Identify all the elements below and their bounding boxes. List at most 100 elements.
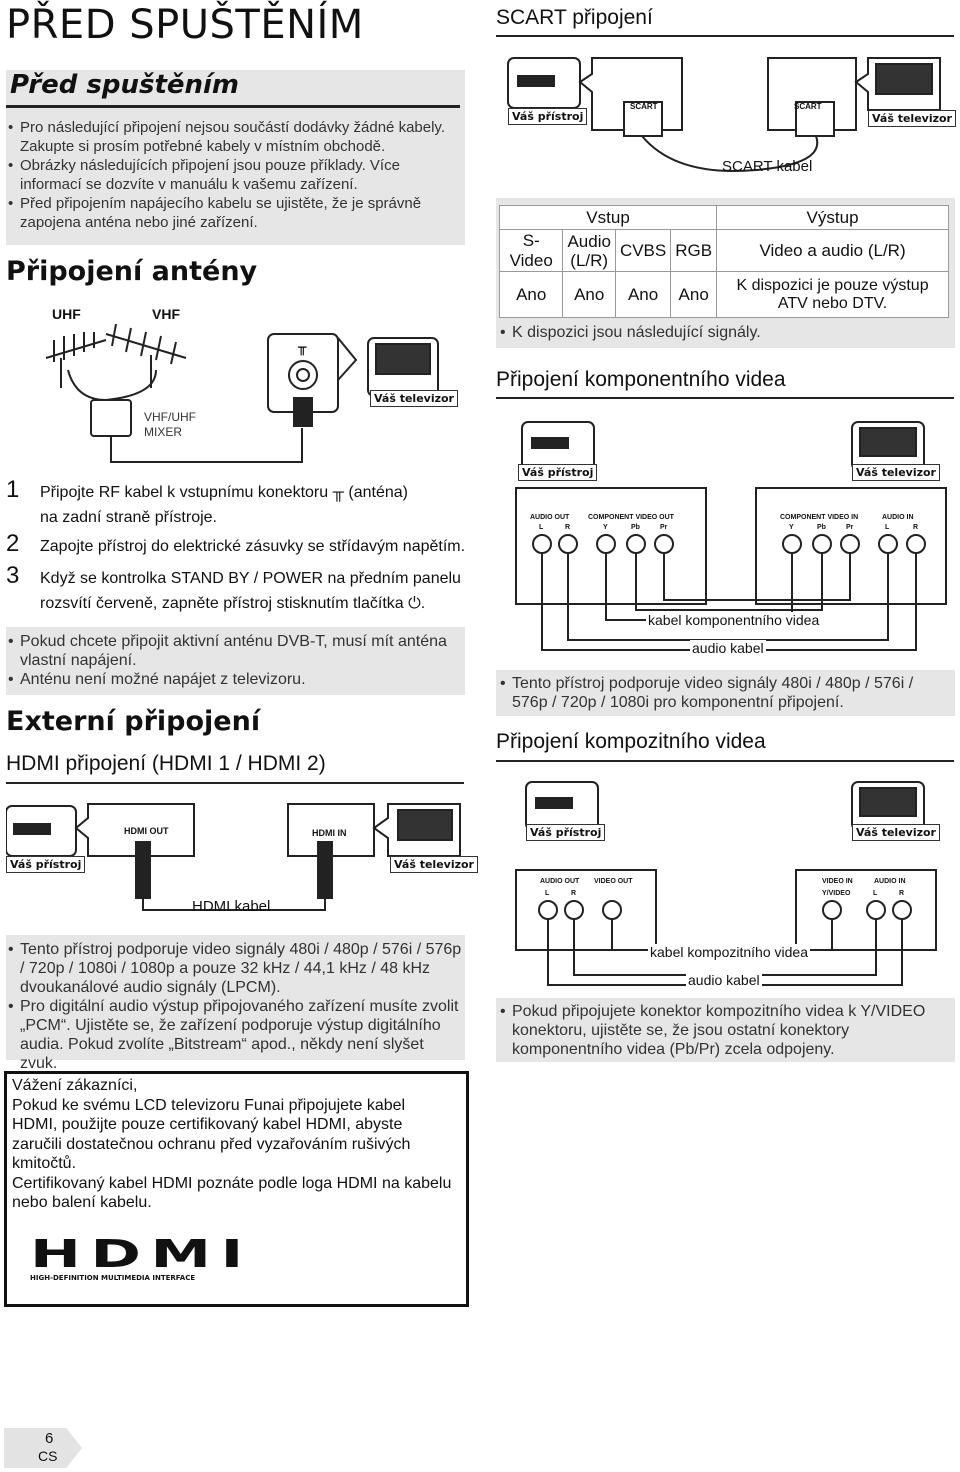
scart-title: SCART připojení <box>496 6 653 29</box>
table-cell: Ano <box>614 271 672 318</box>
video-cable-label: kabel komponentního videa <box>646 612 822 628</box>
section-before-title: Před spuštěním <box>10 70 240 100</box>
step-text: Když se kontrolka STAND BY / POWER na př… <box>40 570 461 612</box>
port-label: Pr <box>846 524 854 531</box>
step-number: 2 <box>6 530 20 557</box>
list-item: Obrázky následujících připojení jsou pou… <box>6 156 461 194</box>
device-label: Váš přístroj <box>6 856 86 873</box>
audio-out-label: AUDIO OUT <box>540 878 580 885</box>
port-label: Y <box>603 524 608 531</box>
table-header: Výstup <box>716 205 949 230</box>
hdmi-bullets: Tento přístroj podporuje video signály 4… <box>6 940 462 1073</box>
device-label: Váš přístroj <box>526 824 606 841</box>
audio-cable-label: audio kabel <box>686 972 762 988</box>
composite-diagram: Váš přístroj Váš televizor AUDIO OUT VID… <box>496 770 956 990</box>
divider <box>496 397 954 399</box>
port-label: Pr <box>660 524 668 531</box>
step-text: Zapojte přístroj do elektrické zásuvky s… <box>40 538 466 555</box>
table-cell: Ano <box>562 271 616 318</box>
composite-drawing <box>515 781 937 986</box>
table-cell: K dispozici je pouze výstup ATV nebo DTV… <box>716 271 949 318</box>
table-cell: Audio (L/R) <box>562 229 616 272</box>
table-cell: CVBS <box>614 229 672 272</box>
power-icon: ⏻. <box>408 595 426 612</box>
table-cell: Ano <box>498 271 564 318</box>
page-title: PŘED SPUŠTĚNÍM <box>6 2 364 48</box>
port-label: L <box>873 890 878 897</box>
antenna-title: Připojení antény <box>6 256 258 287</box>
tv-label: Váš televizor <box>852 464 940 481</box>
hdmi-logo: HDMI HIGH-DEFINITION MULTIMEDIA INTERFAC… <box>30 1232 253 1282</box>
list-item: K dispozici jsou následující signály. <box>498 323 948 342</box>
component-out-label: COMPONENT VIDEO OUT <box>588 514 674 521</box>
divider <box>496 35 954 37</box>
hdmi-diagram: HDMI OUT HDMI IN Váš přístroj Váš televi… <box>6 798 478 918</box>
port-label: Y <box>789 524 794 531</box>
list-item: Tento přístroj podporuje video signály 4… <box>6 940 462 997</box>
tv-label: Váš televizor <box>390 856 478 873</box>
port-label: L <box>539 524 544 531</box>
audio-cable-label: audio kabel <box>690 640 766 656</box>
page-lang: CS <box>38 1448 58 1464</box>
page-number: 6 <box>45 1430 54 1447</box>
divider <box>6 105 460 108</box>
divider <box>6 782 464 784</box>
step-text: Připojte RF kabel k vstupnímu konektoru … <box>40 484 408 526</box>
component-in-label: COMPONENT VIDEO IN <box>780 514 859 521</box>
composite-title: Připojení kompozitního videa <box>496 730 766 753</box>
table-note: K dispozici jsou následující signály. <box>498 323 948 342</box>
step-number: 3 <box>6 562 20 589</box>
signal-table: Vstup Výstup S-Video Audio (L/R) CVBS RG… <box>498 205 949 318</box>
page-footer <box>4 1428 82 1468</box>
uhf-label: UHF <box>52 306 81 322</box>
tv-label: Váš televizor <box>868 110 956 127</box>
port-label: R <box>565 524 571 531</box>
divider <box>496 760 954 762</box>
video-out-label: VIDEO OUT <box>594 878 633 885</box>
tv-label: Váš televizor <box>852 824 940 841</box>
svg-text:╥: ╥ <box>297 340 307 356</box>
table-cell: RGB <box>670 229 718 272</box>
list-item: Pro následující připojení nejsou součást… <box>6 118 461 156</box>
port-label: R <box>899 890 905 897</box>
antenna-drawing: ╥ <box>45 323 439 463</box>
hdmi-cable-label: HDMI kabel <box>192 898 271 915</box>
antenna-bullets: Pokud chcete připojit aktivní anténu DVB… <box>6 632 461 689</box>
external-title: Externí připojení <box>6 706 261 737</box>
scart-cable-label: SCART kabel <box>722 158 813 175</box>
list-item: Pokud chcete připojit aktivní anténu DVB… <box>6 632 461 670</box>
hdmi-title: HDMI připojení (HDMI 1 / HDMI 2) <box>6 752 326 775</box>
scart-port-label: SCART <box>794 102 822 111</box>
port-label: L <box>885 524 890 531</box>
device-label: Váš přístroj <box>518 464 598 481</box>
hdmi-in-label: HDMI IN <box>312 828 347 838</box>
table-cell: Ano <box>670 271 718 318</box>
list-item: Před připojením napájecího kabelu se uji… <box>6 194 461 232</box>
port-label: R <box>913 524 919 531</box>
notice-text: Vážení zákazníci, Pokud ke svému LCD tel… <box>12 1077 452 1211</box>
video-cable-label: kabel kompozitního videa <box>648 944 810 960</box>
list-item: Pro digitální audio výstup připojovaného… <box>6 997 462 1073</box>
scart-diagram: SCART SCART Váš přístroj Váš televizor S… <box>496 52 956 192</box>
port-label: Pb <box>631 524 640 531</box>
hdmi-notice-box <box>4 1071 469 1307</box>
table-header: Vstup <box>498 205 718 230</box>
step-number: 1 <box>6 476 20 503</box>
port-label: R <box>571 890 577 897</box>
list-item: Anténu není možné napájet z televizoru. <box>6 670 461 689</box>
list-item: Tento přístroj podporuje video signály 4… <box>498 674 950 712</box>
port-label: Pb <box>817 524 826 531</box>
device-label: Váš přístroj <box>508 108 588 125</box>
tv-label: Váš televizor <box>370 390 458 407</box>
video-in-label: VIDEO IN <box>822 878 853 885</box>
table-cell: S-Video <box>498 229 564 272</box>
antenna-icon: ╥ <box>332 484 349 501</box>
list-item: Pokud připojujete konektor kompozitního … <box>498 1002 953 1059</box>
scart-port-label: SCART <box>630 102 658 111</box>
port-label: Y/VIDEO <box>822 890 851 897</box>
composite-bullets: Pokud připojujete konektor kompozitního … <box>498 1002 953 1059</box>
mixer-label: VHF/UHF MIXER <box>144 410 196 439</box>
table-cell: Video a audio (L/R) <box>716 229 949 272</box>
before-bullets: Pro následující připojení nejsou součást… <box>6 118 461 232</box>
audio-in-label: AUDIO IN <box>874 878 906 885</box>
